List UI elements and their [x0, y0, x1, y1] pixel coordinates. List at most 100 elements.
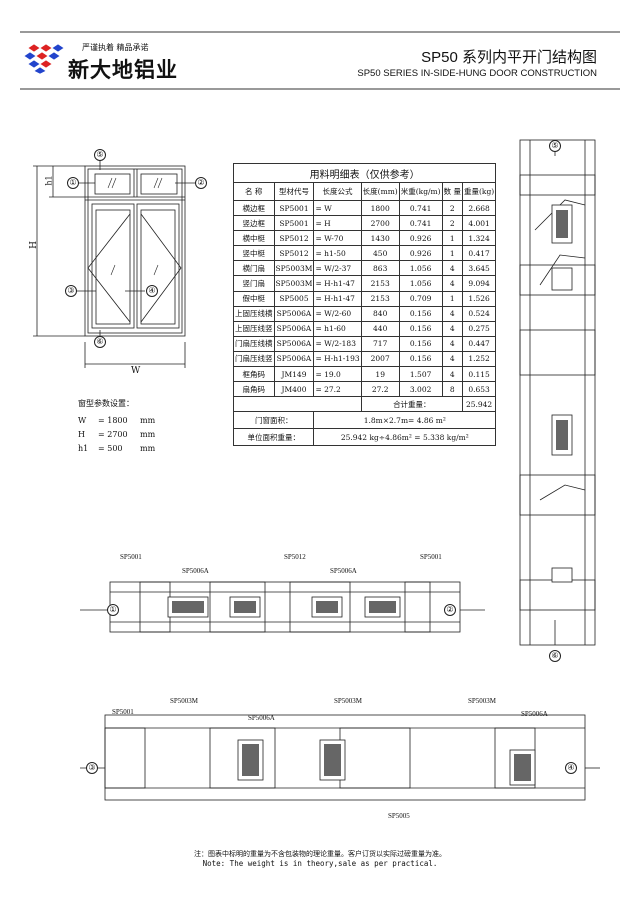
table-cell: SP5003M: [273, 260, 315, 277]
table-cell: SP5012: [273, 230, 315, 247]
area-label: 门窗面积：: [232, 411, 315, 430]
marker-1: ①: [67, 177, 79, 189]
table-cell: 竖门扇: [233, 275, 275, 292]
company-name: 新大地铝业: [68, 57, 178, 82]
params-title: 窗型参数设置：: [78, 399, 134, 408]
table-cell: 上固压线横: [233, 305, 275, 322]
table-cell: SP5005: [273, 290, 315, 307]
table-header-cell: 重量(kg): [461, 182, 497, 201]
table-cell: 0.156: [398, 335, 443, 352]
marker-6-section: ⑥: [549, 650, 561, 662]
table-cell: 0.447: [461, 335, 497, 352]
table-cell: 863: [360, 260, 400, 277]
page-subtitle: SP50 SERIES IN-SIDE-HUNG DOOR CONSTRUCTI…: [357, 68, 597, 79]
table-cell: 2700: [360, 215, 400, 232]
table-cell: 上固压线竖: [233, 320, 275, 337]
table-cell: SP5006A: [273, 320, 315, 337]
table-cell: = W: [313, 199, 362, 217]
table-cell: 840: [360, 305, 400, 322]
table-header-cell: 长度(mm): [360, 182, 400, 201]
table-cell: SP5006A: [273, 350, 315, 368]
table-cell: 1: [441, 230, 463, 247]
profile-label: SP5001: [420, 553, 442, 561]
table-cell: 2007: [360, 350, 400, 368]
table-cell: 1430: [360, 230, 400, 247]
table-cell: SP5001: [273, 199, 315, 217]
total-value: 25.942: [461, 396, 497, 413]
profile-label: SP5003M: [170, 697, 199, 705]
table-cell: = H-h1-193: [313, 350, 362, 368]
table-cell: SP5006A: [273, 305, 315, 322]
marker-3-section: ③: [86, 762, 98, 774]
marker-5: ⑤: [94, 149, 106, 161]
table-cell: 扇角码: [233, 381, 275, 398]
note-cn: 注：图表中标明的重量为不含包装物的理论重量。客户订货以实际过磅重量为准。: [194, 850, 446, 858]
table-cell: 3.645: [461, 260, 497, 277]
unit-weight-value: 25.942 kg÷4.86m² = 5.338 kg/m²: [313, 428, 497, 447]
table-cell: SP5012: [273, 245, 315, 262]
table-cell: JM400: [273, 381, 315, 398]
table-cell: 9.094: [461, 275, 497, 292]
table-cell: 1.324: [461, 230, 497, 247]
materials-table: 用料明细表（仅供参考） 名 称型材代号长度公式长度(mm)米重(kg/m)数 量…: [232, 163, 497, 447]
table-cell: 8: [441, 381, 463, 398]
table-cell: 1: [441, 245, 463, 262]
header-bottom-rule: [20, 88, 620, 90]
table-cell: = H-h1-47: [313, 290, 362, 307]
table-cell: 框角码: [233, 366, 275, 383]
table-cell: 1.252: [461, 350, 497, 368]
company-logo-icon: [24, 43, 64, 74]
table-cell: 2153: [360, 275, 400, 292]
table-cell: 1.056: [398, 275, 443, 292]
table-cell: = 27.2: [313, 381, 362, 398]
profile-label: SP5005: [388, 812, 410, 820]
table-cell: = W-70: [313, 230, 362, 247]
table-header-cell: 名 称: [233, 182, 275, 201]
table-header-cell: 型材代号: [273, 182, 315, 201]
table-cell: 2153: [360, 290, 400, 307]
table-cell: = 19.0: [313, 366, 362, 383]
dimension-w-label: W: [131, 366, 141, 376]
table-cell: 4.001: [461, 215, 497, 232]
page-title: SP50 系列内平开门结构图: [421, 49, 597, 66]
table-cell: 2: [441, 215, 463, 232]
table-cell: 2.668: [461, 199, 497, 217]
table-cell: 4: [441, 320, 463, 337]
table-cell: 门扇压线横: [233, 335, 275, 352]
table-cell: = W/2-60: [313, 305, 362, 322]
table-cell: 4: [441, 275, 463, 292]
table-cell: 717: [360, 335, 400, 352]
header-top-rule: [20, 31, 620, 33]
table-cell: 2: [441, 199, 463, 217]
table-cell: 0.156: [398, 320, 443, 337]
marker-4: ④: [146, 285, 158, 297]
table-cell: 0.524: [461, 305, 497, 322]
table-cell: 3.002: [398, 381, 443, 398]
profile-label: SP5006A: [521, 710, 548, 718]
table-cell: SP5001: [273, 215, 315, 232]
table-cell: 1.507: [398, 366, 443, 383]
total-label: 合计重量：: [360, 396, 463, 413]
table-cell: 19: [360, 366, 400, 383]
marker-2: ②: [195, 177, 207, 189]
table-header-row: 名 称型材代号长度公式长度(mm)米重(kg/m)数 量重量(kg): [233, 182, 497, 201]
table-cell: 0.115: [461, 366, 497, 383]
table-cell: 门扇压线竖: [233, 350, 275, 368]
table-cell: = H-h1-47: [313, 275, 362, 292]
table-cell: 4: [441, 366, 463, 383]
table-cell: 0.156: [398, 305, 443, 322]
table-cell: 4: [441, 260, 463, 277]
table-cell: JM149: [273, 366, 315, 383]
table-cell: 竖中梃: [233, 245, 275, 262]
